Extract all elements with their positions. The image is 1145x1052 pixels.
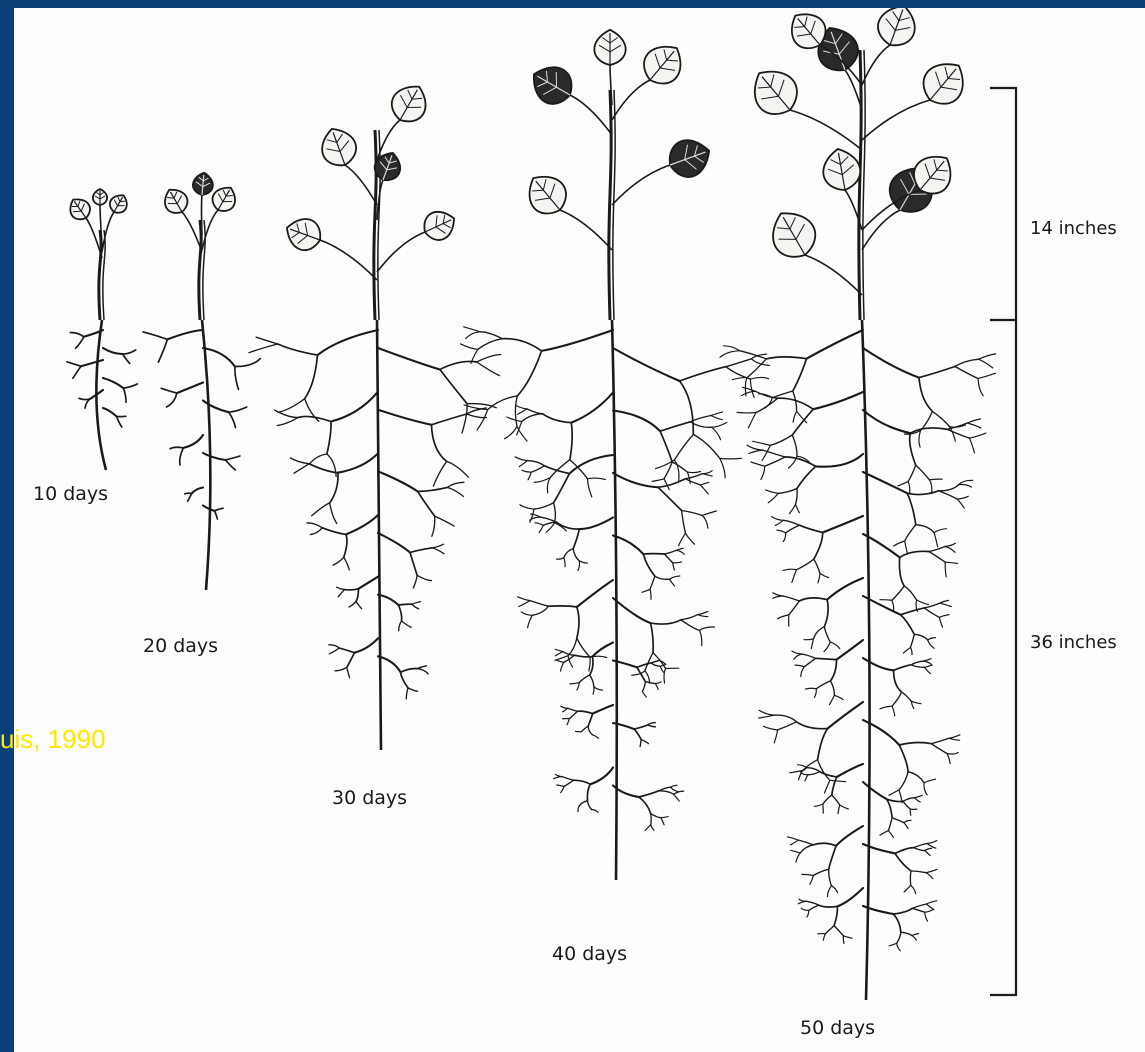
label-20-days: 20 days: [143, 635, 218, 657]
leaf: [107, 191, 131, 216]
plant-2: [143, 172, 260, 590]
leaf: [594, 30, 625, 65]
leaf: [65, 194, 94, 224]
label-50-days: 50 days: [800, 1017, 875, 1039]
leaf: [915, 53, 974, 113]
leaf: [664, 133, 716, 182]
citation-text: uis, 1990: [0, 724, 106, 755]
label-10-days: 10 days: [33, 483, 108, 505]
root-depth-bracket: [990, 320, 1016, 995]
leaf: [316, 123, 361, 171]
leaf: [419, 206, 460, 245]
label-30-days: 30 days: [332, 787, 407, 809]
figure-panel: 10 days 20 days 30 days 40 days 50 days …: [14, 8, 1145, 1052]
plant-4: [461, 30, 770, 880]
leaf: [385, 78, 434, 128]
leaf: [192, 172, 214, 196]
label-40-days: 40 days: [552, 943, 627, 965]
leaf: [519, 166, 574, 222]
leaf: [743, 59, 807, 123]
root-growth-diagram: 10 days 20 days 30 days 40 days 50 days …: [14, 8, 1145, 1052]
label-14-inches: 14 inches: [1030, 218, 1117, 239]
leaf: [762, 203, 823, 266]
leaf: [525, 58, 580, 111]
leaf: [873, 8, 922, 51]
leaf: [282, 213, 326, 255]
plant-5: [720, 8, 996, 1000]
plants-layer: [65, 8, 996, 1000]
shoot-height-bracket: [990, 88, 1016, 320]
plant-3: [249, 78, 501, 750]
plant-1: [65, 189, 137, 470]
height-scale-bracket: [990, 88, 1016, 995]
label-36-inches: 36 inches: [1030, 632, 1117, 653]
leaf: [820, 146, 864, 193]
leaf: [159, 184, 192, 218]
leaf: [93, 189, 107, 205]
